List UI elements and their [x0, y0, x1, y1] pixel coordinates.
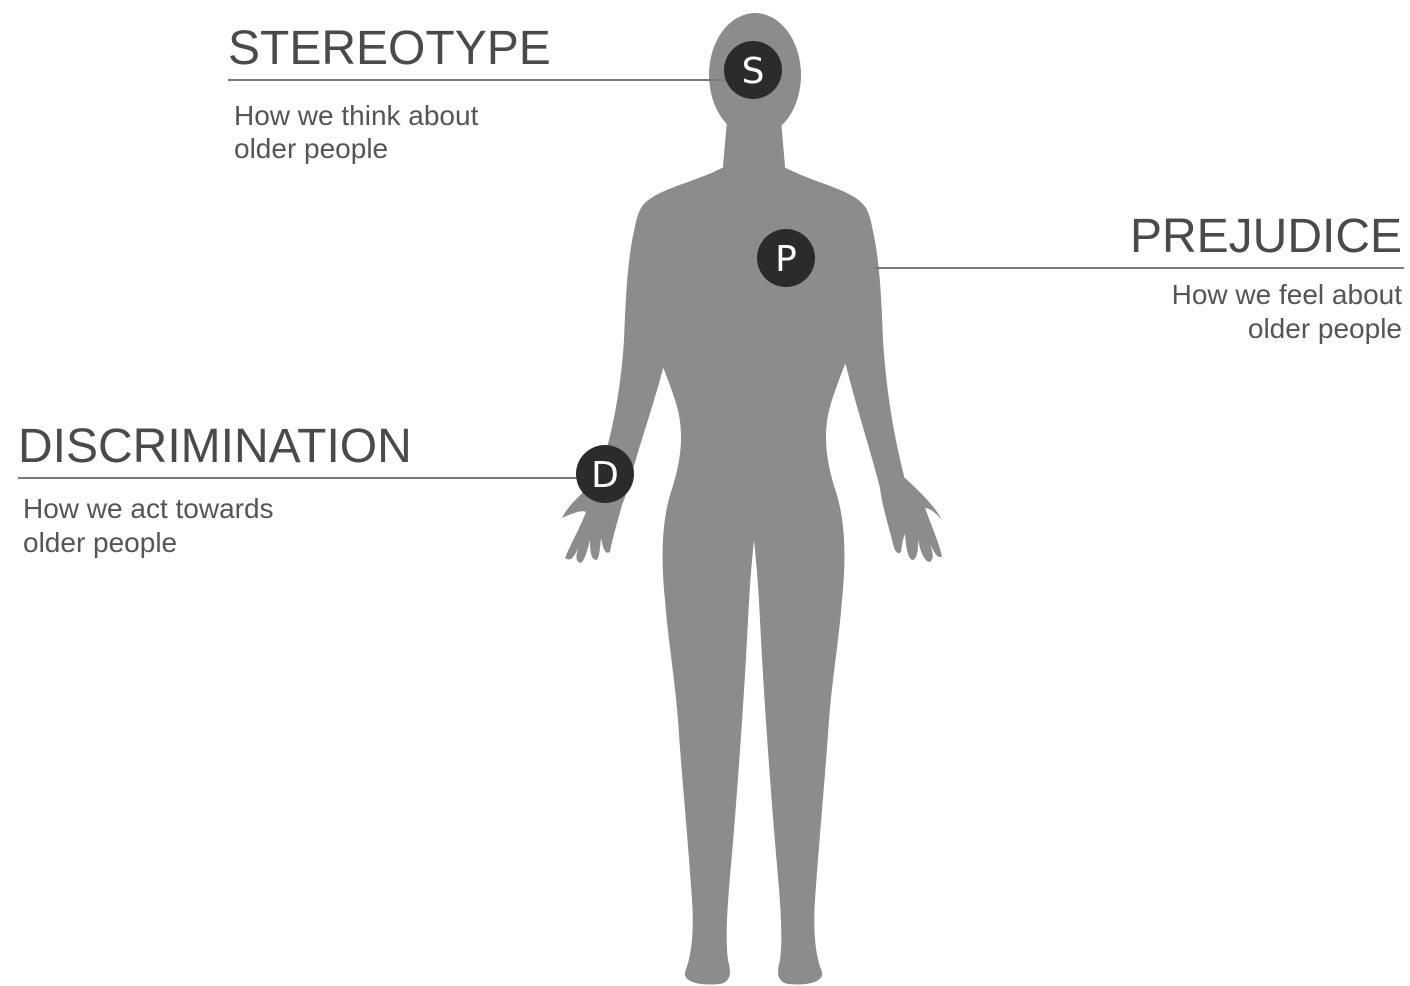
- discrimination-title: DISCRIMINATION: [18, 420, 412, 473]
- prejudice-desc-line1: How we feel about: [1172, 279, 1403, 310]
- prejudice-title: PREJUDICE: [1130, 210, 1402, 263]
- discrimination-desc-line1: How we act towards: [23, 493, 274, 524]
- stereotype-badge-letter: S: [742, 51, 765, 92]
- stereotype-desc-line2: older people: [234, 133, 388, 164]
- stereotype-group: STEREOTYPE How we think about older peop…: [228, 22, 782, 164]
- stereotype-desc-line1: How we think about: [234, 100, 479, 131]
- discrimination-badge-letter: D: [591, 455, 619, 496]
- discrimination-desc-line2: older people: [23, 527, 177, 558]
- right-arm-shape: [834, 208, 905, 488]
- discrimination-group: DISCRIMINATION How we act towards older …: [18, 420, 634, 558]
- stereotype-title: STEREOTYPE: [228, 22, 551, 75]
- prejudice-badge-letter: P: [775, 239, 797, 280]
- prejudice-desc-line2: older people: [1248, 313, 1402, 344]
- right-hand-shape: [880, 478, 942, 562]
